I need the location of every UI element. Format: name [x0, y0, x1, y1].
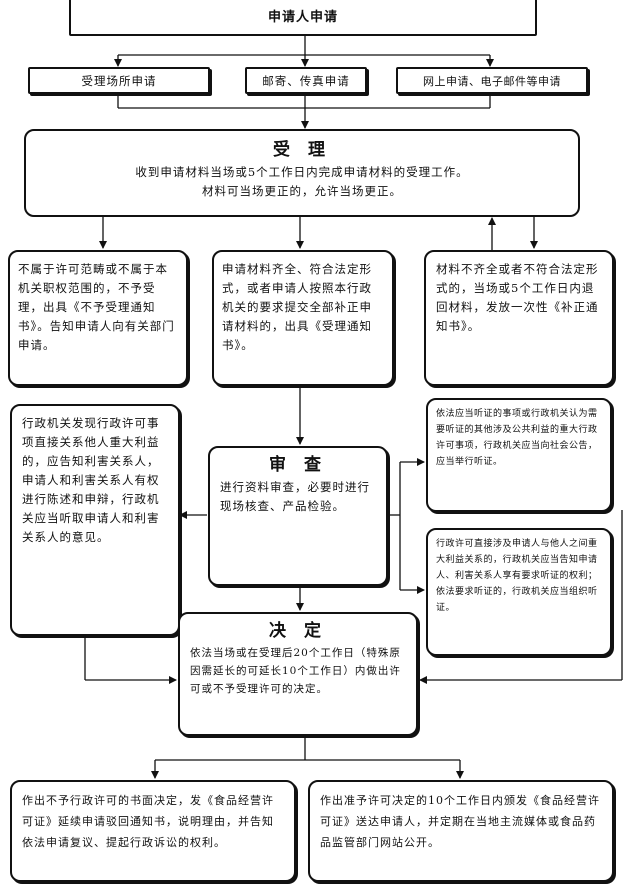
deny-box: 作出不予行政许可的书面决定，发《食品经营许可证》延续申请驳回通知书，说明理由，并… [10, 780, 296, 882]
decision-title: 决 定 [269, 621, 327, 641]
channel-online: 网上申请、电子邮件等申请 [396, 67, 588, 94]
accept-box: 受 理 收到申请材料当场或5个工作日内完成申请材料的受理工作。 材料可当场更正的… [24, 129, 580, 217]
review-title: 审 查 [269, 455, 327, 475]
not-in-scope-box: 不属于许可范畴或不属于本机关职权范围的，不予受理，出具《不予受理通知书》。告知申… [8, 250, 188, 386]
deny-text: 作出不予行政许可的书面决定，发《食品经营许可证》延续申请驳回通知书，说明理由，并… [22, 794, 274, 849]
channel-onsite: 受理场所申请 [28, 67, 210, 94]
incomplete-text: 材料不齐全或者不符合法定形式的，当场或5个工作日内退回材料，发放一次性《补正通知… [436, 262, 599, 333]
complete-text: 申请材料齐全、符合法定形式，或者申请人按照本行政机关的要求提交全部补正申请材料的… [222, 262, 372, 352]
stakeholder-notice-box: 行政机关发现行政许可事项直接关系他人重大利益的，应告知利害关系人，申请人和利害关… [10, 404, 180, 636]
stakeholder-notice-text: 行政机关发现行政许可事项直接关系他人重大利益的，应告知利害关系人，申请人和利害关… [22, 416, 160, 544]
accept-body: 收到申请材料当场或5个工作日内完成申请材料的受理工作。 材料可当场更正的，允许当… [135, 165, 469, 198]
hearing-party-text: 行政许可直接涉及申请人与他人之间重大利益关系的，行政机关应当告知申请人、利害关系… [436, 539, 598, 613]
hearing-public-box: 依法应当听证的事项或行政机关认为需要听证的其他涉及公共利益的重大行政许可事项，行… [426, 398, 612, 512]
review-body: 进行资料审查，必要时进行现场核查、产品检验。 [220, 480, 370, 513]
decision-body: 依法当场或在受理后20个工作日（特殊原因需延长的可延长10个工作日）内做出许可或… [190, 647, 401, 695]
channel-online-label: 网上申请、电子邮件等申请 [423, 75, 561, 88]
hearing-public-text: 依法应当听证的事项或行政机关认为需要听证的其他涉及公共利益的重大行政许可事项，行… [436, 409, 598, 467]
not-in-scope-text: 不属于许可范畴或不属于本机关职权范围的，不予受理，出具《不予受理通知书》。告知申… [18, 262, 175, 352]
accept-title: 受 理 [273, 140, 331, 160]
hearing-party-box: 行政许可直接涉及申请人与他人之间重大利益关系的，行政机关应当告知申请人、利害关系… [426, 528, 612, 656]
grant-box: 作出准予许可决定的10个工作日内颁发《食品经营许可证》送达申请人，并定期在当地主… [308, 780, 614, 882]
decision-box: 决 定 依法当场或在受理后20个工作日（特殊原因需延长的可延长10个工作日）内做… [178, 612, 418, 736]
channel-mail-fax: 邮寄、传真申请 [245, 67, 367, 94]
incomplete-box: 材料不齐全或者不符合法定形式的，当场或5个工作日内退回材料，发放一次性《补正通知… [424, 250, 614, 386]
complete-box: 申请材料齐全、符合法定形式，或者申请人按照本行政机关的要求提交全部补正申请材料的… [212, 250, 394, 386]
grant-text: 作出准予许可决定的10个工作日内颁发《食品经营许可证》送达申请人，并定期在当地主… [320, 794, 600, 849]
channel-mail-fax-label: 邮寄、传真申请 [262, 74, 350, 88]
review-box: 审 查 进行资料审查，必要时进行现场核查、产品检验。 [208, 446, 388, 586]
applicant-label: 申请人申请 [267, 10, 338, 25]
channel-onsite-label: 受理场所申请 [81, 74, 157, 88]
applicant-box: 申请人申请 [69, 0, 537, 36]
